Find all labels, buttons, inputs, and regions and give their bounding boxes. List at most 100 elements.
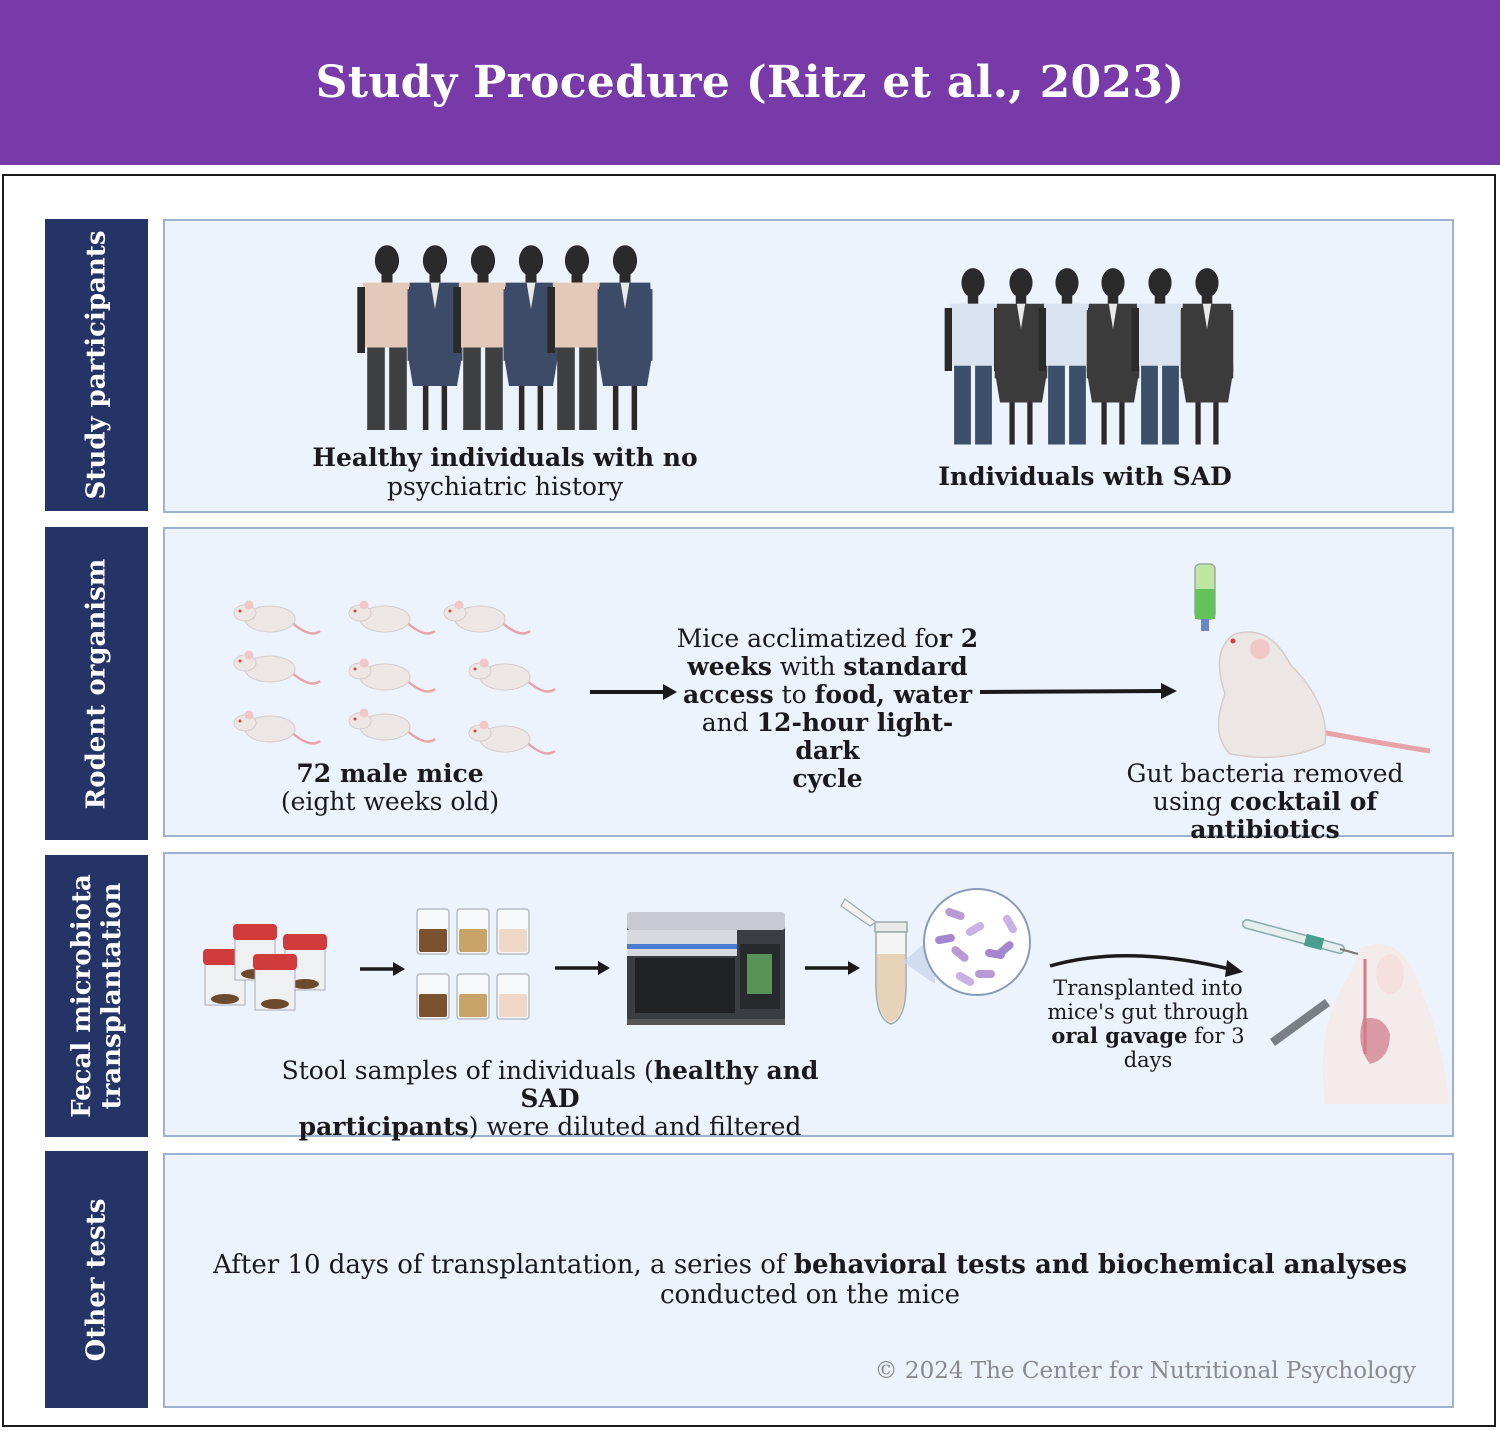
t: with <box>771 652 844 681</box>
copyright-notice: © 2024 The Center for Nutritional Psycho… <box>874 1358 1416 1384</box>
gut-bacteria-caption: Gut bacteria removed using cocktail of a… <box>1080 760 1450 844</box>
arrow-icon <box>1049 954 1243 977</box>
t: using <box>1152 787 1230 816</box>
label-text: Fecal microbiota transplantation <box>67 874 127 1118</box>
t: standard <box>843 652 968 681</box>
label-fecal-microbiota: Fecal microbiota transplantation <box>45 855 148 1137</box>
person-icon <box>1180 268 1234 445</box>
acclimatization-caption: Mice acclimatized for 2 weeks with stand… <box>670 625 985 793</box>
t: and <box>701 708 757 737</box>
t: 12-hour light-dark <box>756 708 954 765</box>
healthy-caption-line1: Healthy individuals with no <box>312 443 698 472</box>
stool-jar-icon <box>203 949 247 1006</box>
label-text: Rodent organism <box>81 558 112 809</box>
arrow-icon <box>805 961 860 975</box>
person-icon <box>503 245 559 430</box>
stool-jar-icon <box>203 924 327 1011</box>
mouse-icon <box>348 658 436 693</box>
page-title: Study Procedure (Ritz et al., 2023) <box>315 57 1185 108</box>
t: ) were diluted and filtered <box>468 1112 802 1141</box>
t: cycle <box>792 764 863 793</box>
test-tube-icon <box>840 898 935 1025</box>
person-icon <box>597 245 653 430</box>
label-text: Other tests <box>81 1198 112 1361</box>
label-text: Study participants <box>81 230 112 500</box>
t: to <box>773 680 815 709</box>
beaker-icon <box>416 973 450 1020</box>
beaker-icon <box>416 908 530 1020</box>
t: access <box>682 680 774 709</box>
mouse-icon <box>233 600 321 635</box>
arrow-icon <box>979 683 1177 699</box>
bacterium-icon <box>955 972 975 986</box>
person-icon <box>1086 268 1140 445</box>
t: behavioral tests and biochemical analyse… <box>793 1250 1408 1280</box>
t: weeks <box>687 652 772 681</box>
label-rodent-organism: Rodent organism <box>45 527 148 840</box>
mouse-icon <box>348 708 436 743</box>
t: cocktail of antibiotics <box>1190 787 1378 844</box>
arrow-icon <box>360 962 405 976</box>
panel-rodent-organism: 72 male mice (eight weeks old) Mice accl… <box>163 527 1454 844</box>
sad-caption: Individuals with SAD <box>938 462 1232 491</box>
syringe-icon <box>1242 919 1366 957</box>
rat-drinking-icon <box>1194 563 1431 759</box>
t: days <box>1123 1048 1173 1072</box>
bacterium-icon <box>935 933 955 945</box>
panel-fecal-microbiota-transplantation: Stool samples of individuals (healthy an… <box>163 852 1454 1141</box>
bacterium-icon <box>975 970 995 978</box>
label-line: Fecal microbiota <box>66 874 97 1118</box>
beaker-icon <box>496 908 530 955</box>
beaker-icon <box>456 908 490 955</box>
person-icon <box>944 268 1002 445</box>
lab-instrument-icon <box>627 912 785 1025</box>
bacterium-icon <box>945 907 965 921</box>
mouse-gavage-icon <box>1270 944 1450 1104</box>
healthy-group-icon <box>357 245 1234 445</box>
person-icon <box>453 245 513 430</box>
arrow-icon <box>590 684 677 700</box>
label-study-participants: Study participants <box>45 219 148 511</box>
t: Transplanted into <box>1053 976 1243 1000</box>
healthy-caption-line2: psychiatric history <box>387 472 623 501</box>
label-other-tests: Other tests <box>45 1151 148 1408</box>
mice-age: (eight weeks old) <box>280 787 500 816</box>
healthy-caption: Healthy individuals with no psychiatric … <box>305 443 705 501</box>
title-banner: Study Procedure (Ritz et al., 2023) <box>0 0 1500 165</box>
t: Stool samples of individuals ( <box>281 1056 654 1085</box>
t: oral gavage <box>1051 1023 1188 1048</box>
t: for 3 <box>1187 1024 1245 1048</box>
stool-jar-icon <box>253 954 297 1011</box>
beaker-icon <box>416 908 450 955</box>
beaker-icon <box>456 973 490 1020</box>
bacterium-icon <box>996 941 1014 957</box>
bacterium-icon <box>951 946 969 962</box>
mouse-icon <box>348 600 436 635</box>
t: mice's gut through <box>1047 1000 1249 1024</box>
mice-group-icon <box>233 563 1431 759</box>
t: conducted on the mice <box>659 1280 961 1310</box>
stool-caption: Stool samples of individuals (healthy an… <box>255 1057 845 1141</box>
panel-other-tests: After 10 days of transplantation, a seri… <box>163 1153 1454 1408</box>
t: After 10 days of transplantation, a seri… <box>212 1250 794 1280</box>
bacterium-icon <box>965 922 985 936</box>
mouse-icon <box>468 658 556 693</box>
person-icon <box>1131 268 1189 445</box>
t: healthy and SAD <box>520 1056 819 1113</box>
panel-study-participants: Healthy individuals with no psychiatric … <box>163 219 1454 513</box>
mice-caption: 72 male mice (eight weeks old) <box>275 760 505 816</box>
t: food, water <box>814 680 973 709</box>
other-tests-caption: After 10 days of transplantation, a seri… <box>205 1250 1415 1310</box>
transplant-caption: Transplanted into mice's gut through ora… <box>1035 976 1261 1072</box>
t: participants <box>298 1112 469 1141</box>
bacterium-icon <box>1003 914 1017 934</box>
beaker-icon <box>496 973 530 1020</box>
mouse-icon <box>443 600 531 635</box>
bacteria-icon <box>923 888 1031 996</box>
label-line: transplantation <box>96 882 127 1110</box>
mouse-icon <box>468 720 556 755</box>
mouse-icon <box>233 710 321 745</box>
mouse-icon <box>233 650 321 685</box>
arrow-icon <box>555 961 610 975</box>
mice-count: 72 male mice <box>296 759 484 788</box>
